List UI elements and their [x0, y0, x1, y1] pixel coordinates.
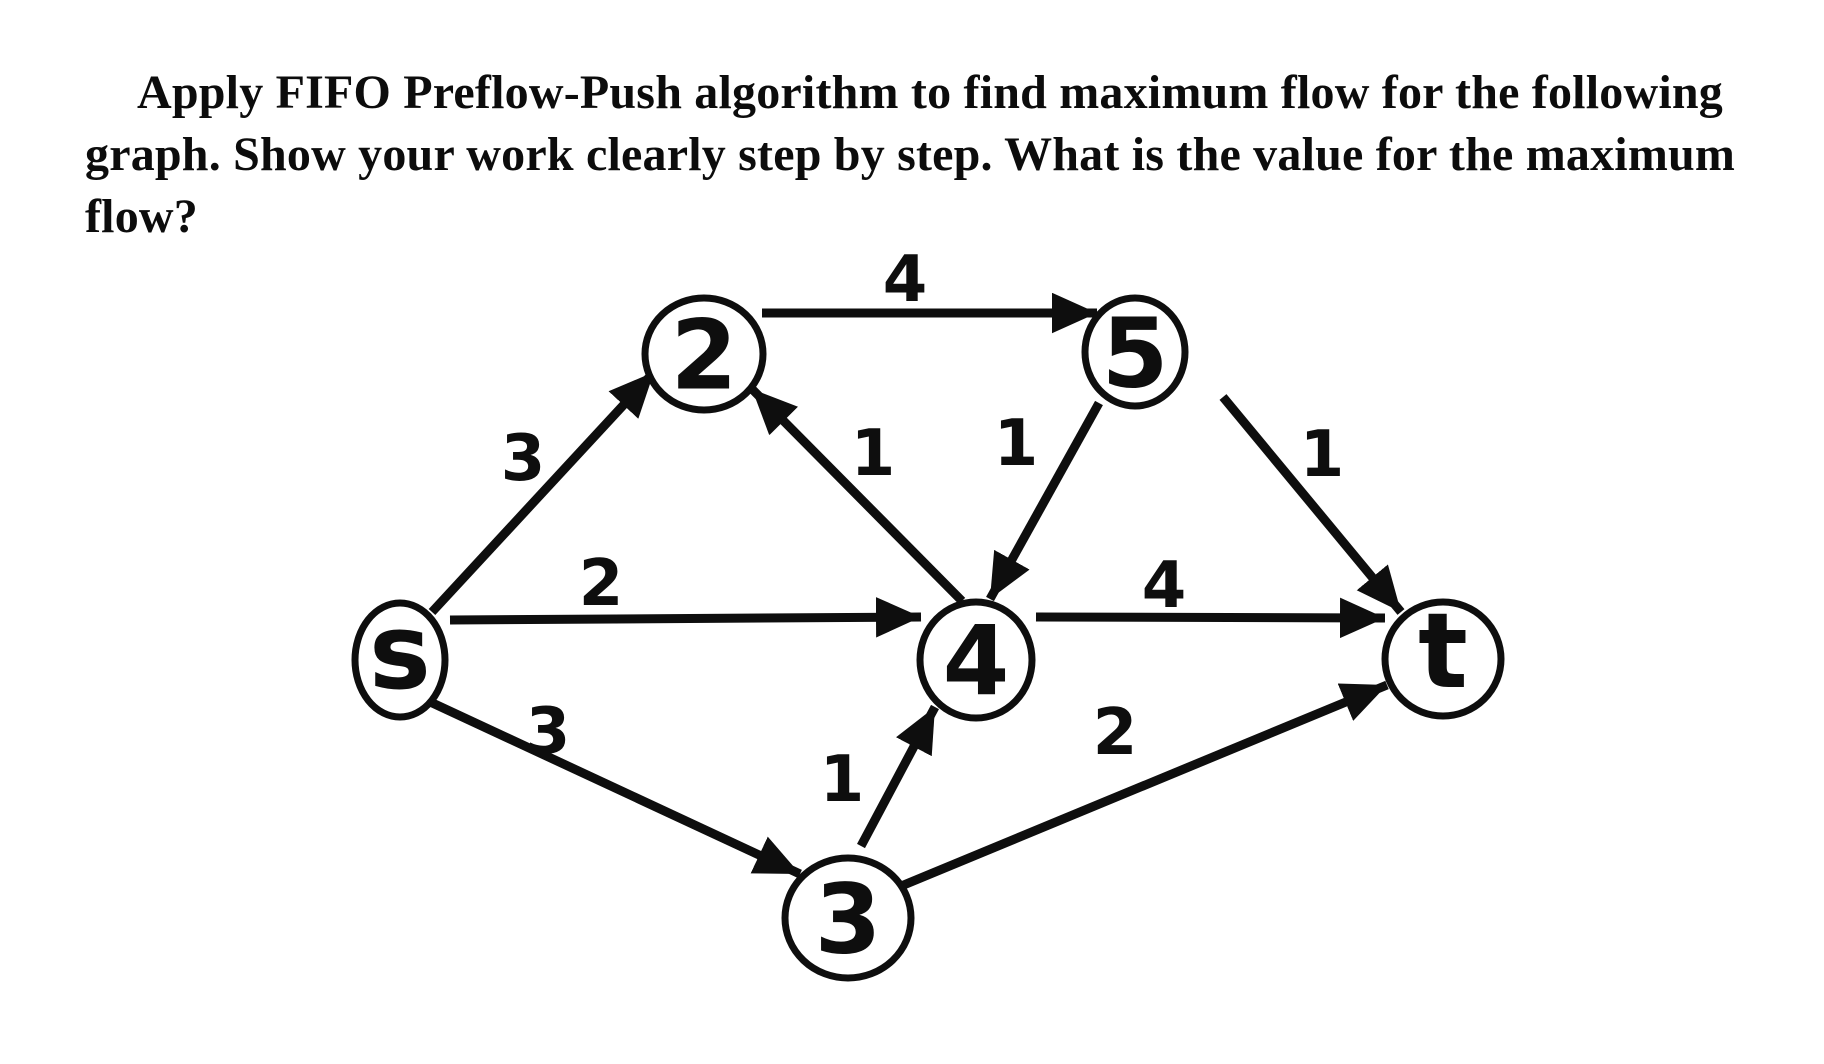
node-4 — [916, 598, 1036, 722]
node-3-label: 3 — [815, 864, 882, 976]
edge-3-to-t — [892, 680, 1389, 894]
node-s-label: s — [369, 591, 431, 713]
problem-line-2: graph. Show your work clearly step by st… — [85, 124, 1735, 186]
edge-5-to-4 — [986, 400, 1103, 602]
edge-s-to-2 — [428, 368, 658, 616]
capacity-label-5-to-t: 1 — [1300, 418, 1345, 492]
node-3 — [781, 854, 915, 982]
problem-text-segment: graph. Show your work clearly step by st… — [85, 128, 1736, 181]
node-t — [1381, 598, 1505, 720]
capacity-label-4-to-t: 4 — [1142, 549, 1187, 623]
capacity-label-s-to-3: 3 — [526, 695, 571, 769]
node-t-label: t — [1418, 590, 1468, 712]
capacity-label-4-to-2: 1 — [851, 417, 896, 491]
node-2 — [641, 294, 767, 414]
problem-text-segment: Preflow-Push algorithm to find maximum f… — [391, 66, 1723, 119]
capacity-label-2-to-5: 4 — [883, 243, 928, 317]
node-4-label: 4 — [943, 606, 1010, 718]
edges-layer — [424, 292, 1405, 894]
problem-text-segment: Apply — [137, 66, 276, 119]
edge-s-to-4 — [449, 597, 922, 638]
node-2-label: 2 — [671, 300, 738, 412]
problem-line-3: flow? — [85, 186, 1605, 248]
capacity-label-3-to-4: 1 — [820, 743, 865, 817]
edge-4-to-2 — [748, 385, 966, 605]
nodes-layer: s 2 5 4 t 3 — [351, 294, 1505, 982]
problem-text: Apply FIFO Preflow-Push algorithm to fin… — [85, 62, 1735, 248]
capacity-label-s-to-2: 3 — [501, 422, 546, 496]
problem-text-segment-bold: FIFO — [275, 66, 392, 119]
problem-line-1: Apply FIFO Preflow-Push algorithm to fin… — [85, 62, 1723, 124]
edge-5-to-t — [1219, 394, 1405, 615]
node-5 — [1081, 294, 1189, 410]
capacity-label-5-to-4: 1 — [994, 407, 1039, 481]
node-s — [351, 599, 449, 721]
problem-text-segment: flow? — [85, 190, 198, 243]
edge-s-to-3 — [424, 695, 802, 879]
edge-4-to-t — [1035, 597, 1386, 639]
capacity-label-3-to-t: 2 — [1093, 696, 1138, 770]
node-5-label: 5 — [1102, 298, 1169, 410]
edge-3-to-4 — [857, 704, 939, 849]
capacity-label-s-to-4: 2 — [579, 547, 624, 621]
